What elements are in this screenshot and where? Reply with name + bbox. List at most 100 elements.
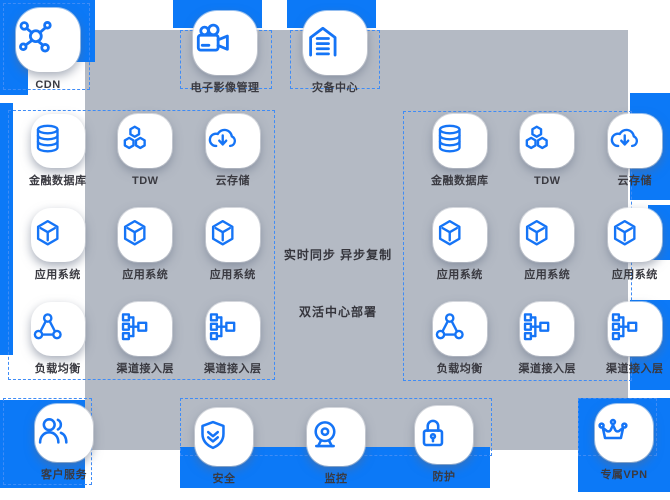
diagram-node: 金融数据库 xyxy=(416,114,504,208)
diagram-node: 金融数据库 xyxy=(14,114,102,208)
diagram-node: 应用系统 xyxy=(416,208,504,302)
database-icon xyxy=(31,122,85,160)
load-balancer-icon xyxy=(31,310,85,348)
node-label: 应用系统 xyxy=(436,269,483,281)
node-label: TDW xyxy=(131,175,159,187)
diagram-node: 渠道接入层 xyxy=(504,302,592,396)
app-system-icon xyxy=(433,216,487,254)
database-icon xyxy=(433,122,487,160)
lock-icon xyxy=(415,415,473,456)
node-label: 云存储 xyxy=(215,175,250,187)
node-card xyxy=(205,114,260,168)
node-label: 应用系统 xyxy=(122,269,169,281)
diagram-node: 应用系统 xyxy=(189,208,277,302)
node-imaging: 电子影像管理 xyxy=(190,11,260,95)
node-label: 灾备中心 xyxy=(312,82,358,94)
node-card xyxy=(595,404,653,462)
diagram-node: 云存储 xyxy=(189,114,277,208)
node-label: 渠道接入层 xyxy=(116,363,174,375)
diagram-node: 负载均衡 xyxy=(416,302,504,396)
cdn-icon xyxy=(16,18,80,63)
node-label: 云存储 xyxy=(617,175,652,187)
load-balancer-icon xyxy=(433,310,487,348)
node-label: 防护 xyxy=(432,471,456,483)
app-system-icon xyxy=(608,216,662,254)
cloud-storage-icon xyxy=(206,122,260,160)
node-card xyxy=(307,408,365,466)
tdw-icon xyxy=(520,122,574,160)
webcam-icon xyxy=(307,417,365,458)
node-card xyxy=(432,302,487,356)
node-card xyxy=(193,11,257,75)
diagram-node: 应用系统 xyxy=(102,208,190,302)
channel-access-icon xyxy=(206,310,260,348)
zone-datacenter-left xyxy=(8,110,275,380)
node-card xyxy=(30,208,85,262)
node-label: CDN xyxy=(35,79,61,91)
diagram-node: 渠道接入层 xyxy=(189,302,277,396)
node-label: 负载均衡 xyxy=(436,363,483,375)
app-system-icon xyxy=(206,216,260,254)
node-label: TDW xyxy=(533,175,561,187)
node-card xyxy=(607,302,662,356)
node-card xyxy=(432,208,487,262)
node-card xyxy=(607,208,662,262)
node-label: 金融数据库 xyxy=(431,175,489,187)
node-disaster-center: 灾备中心 xyxy=(300,11,370,95)
zone-cdn xyxy=(3,3,90,90)
node-card xyxy=(432,114,487,168)
node-card xyxy=(30,114,85,168)
node-card xyxy=(30,302,85,356)
node-label: 客户服务 xyxy=(41,469,87,481)
node-monitoring: 监控 xyxy=(305,408,367,486)
node-label: 渠道接入层 xyxy=(606,363,664,375)
diagram-node: 应用系统 xyxy=(504,208,592,302)
node-label: 电子影像管理 xyxy=(190,82,260,94)
cloud-storage-icon xyxy=(608,122,662,160)
diagram-node: TDW xyxy=(504,114,592,208)
datacenter-grid-left: 金融数据库 TDW 云存储 应用系统 应用系统 xyxy=(14,114,277,396)
node-card xyxy=(118,208,173,262)
diagram-node: 应用系统 xyxy=(14,208,102,302)
diagram-node: TDW xyxy=(102,114,190,208)
node-label: 安全 xyxy=(212,473,236,485)
channel-access-icon xyxy=(608,310,662,348)
app-system-icon xyxy=(118,216,172,254)
node-label: 应用系统 xyxy=(611,269,658,281)
node-security: 安全 xyxy=(193,408,255,486)
diagram-node: 应用系统 xyxy=(591,208,670,302)
node-label: 应用系统 xyxy=(524,269,571,281)
channel-access-icon xyxy=(118,310,172,348)
node-card xyxy=(520,208,575,262)
users-icon xyxy=(35,413,93,454)
diagram-node: 负载均衡 xyxy=(14,302,102,396)
app-system-icon xyxy=(31,216,85,254)
node-card xyxy=(118,114,173,168)
node-card xyxy=(520,302,575,356)
node-card xyxy=(16,8,80,72)
diagram-node: 渠道接入层 xyxy=(102,302,190,396)
node-cdn: CDN xyxy=(15,8,81,92)
diagram-node: 渠道接入层 xyxy=(591,302,670,396)
node-label: 渠道接入层 xyxy=(204,363,262,375)
node-card xyxy=(303,11,367,75)
node-label: 应用系统 xyxy=(209,269,256,281)
sync-label: 实时同步 异步复制 xyxy=(283,248,393,262)
datacenter-grid-right: 金融数据库 TDW 云存储 应用系统 应用系统 xyxy=(416,114,670,396)
node-customer-service: 客户服务 xyxy=(31,404,97,482)
diagram-node: 云存储 xyxy=(591,114,670,208)
node-label: 负载均衡 xyxy=(34,363,81,375)
app-system-icon xyxy=(520,216,574,254)
node-protection: 防护 xyxy=(413,406,475,484)
video-camera-icon xyxy=(193,21,257,66)
node-card xyxy=(607,114,662,168)
accent-bar xyxy=(0,103,13,355)
channel-access-icon xyxy=(520,310,574,348)
node-label: 专属VPN xyxy=(600,469,648,481)
deploy-label: 双活中心部署 xyxy=(298,305,377,319)
shield-icon xyxy=(195,417,253,458)
warehouse-icon xyxy=(303,21,367,66)
node-label: 渠道接入层 xyxy=(518,363,576,375)
node-card xyxy=(35,404,93,462)
